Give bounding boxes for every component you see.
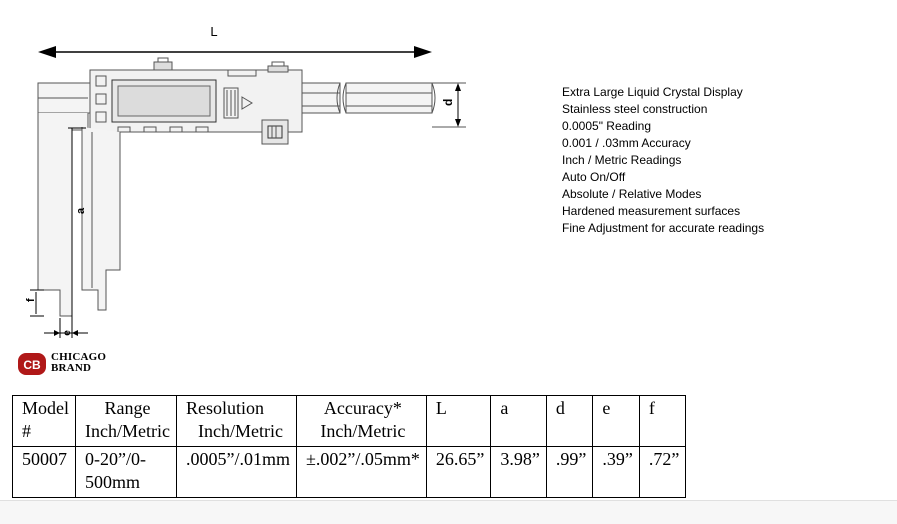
cell-range: 0-20”/0-500mm <box>75 446 177 498</box>
header-a: a <box>490 395 547 447</box>
header-d: d <box>545 395 594 447</box>
brand-line-1: CHICAGO <box>51 351 107 363</box>
feature-item: 0.001 / .03mm Accuracy <box>562 136 691 150</box>
dim-label-f: f <box>25 298 37 302</box>
table-row: 50007 0-20”/0-500mm .0005”/.01mm ±.002”/… <box>12 446 687 498</box>
brand-line-2: BRAND <box>51 362 92 374</box>
cell-e: .39” <box>592 446 640 498</box>
feature-item: Inch / Metric Readings <box>562 153 682 167</box>
cell-model: 50007 <box>12 446 76 498</box>
header-f: f <box>638 395 687 447</box>
dim-label-e: e <box>62 330 73 336</box>
header-e: e <box>592 395 640 447</box>
dim-label-L: L <box>210 24 217 39</box>
cell-resolution: .0005”/.01mm <box>175 446 297 498</box>
page-footer-band <box>0 500 897 524</box>
svg-text:CB: CB <box>23 358 41 372</box>
cb-logo-mark: CB <box>18 353 46 375</box>
cell-L: 26.65” <box>425 446 492 498</box>
feature-list: Extra Large Liquid Crystal Display Stain… <box>562 84 764 237</box>
dim-label-d: d <box>441 99 455 106</box>
chicago-brand-logo: CB CHICAGO BRAND <box>18 352 128 378</box>
cell-d: .99” <box>545 446 594 498</box>
feature-item: Absolute / Relative Modes <box>562 187 702 201</box>
header-L: L <box>425 395 492 447</box>
header-model: Model# <box>12 395 76 447</box>
header-accuracy: Accuracy*Inch/Metric <box>295 395 427 447</box>
feature-item: Extra Large Liquid Crystal Display <box>562 85 743 99</box>
feature-item: Stainless steel construction <box>562 102 708 116</box>
dim-label-a: a <box>75 207 87 214</box>
feature-item: Hardened measurement surfaces <box>562 204 741 218</box>
feature-item: Auto On/Off <box>562 170 626 184</box>
caliper-diagram: L d a f e <box>25 24 466 338</box>
feature-item: 0.0005" Reading <box>562 119 651 133</box>
cell-a: 3.98” <box>490 446 547 498</box>
cell-accuracy: ±.002”/.05mm* <box>295 446 427 498</box>
feature-item: Fine Adjustment for accurate readings <box>562 221 765 235</box>
cell-f: .72” <box>638 446 687 498</box>
brand-name: CHICAGO BRAND <box>51 352 106 374</box>
